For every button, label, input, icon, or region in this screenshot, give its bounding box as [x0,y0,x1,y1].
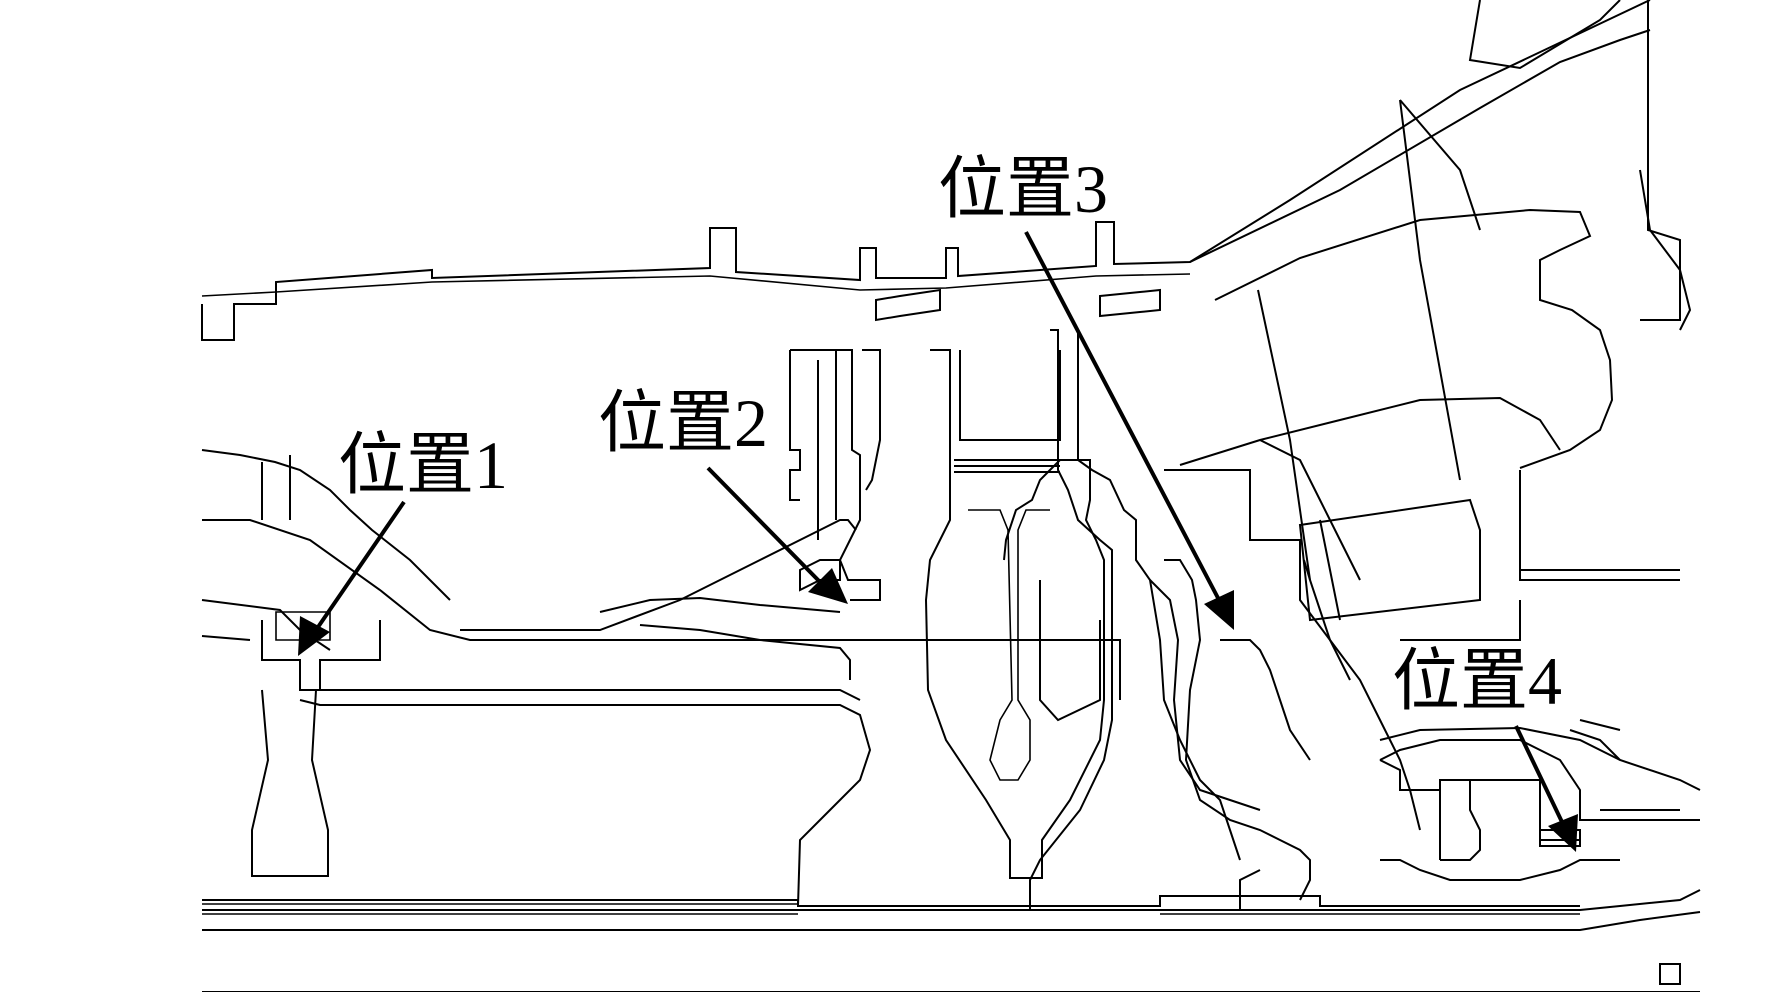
aft-outer-duct [1379,726,1701,791]
fan-disc [261,455,291,520]
rear-duct-strut [1303,559,1351,681]
arrow-4-line [1514,725,1564,823]
upper-right-frame [1468,0,1621,70]
interstage-casing [959,350,1061,441]
hp-compressor-duct-2 [599,596,841,613]
aft-outer-rail [1569,719,1680,811]
front-bearing-cone [251,689,329,877]
arrow-1-line [314,500,406,632]
inner-shaft [202,911,1701,931]
compressor-struts-2 [1099,288,1161,318]
turbine-disc-2-inner [1039,580,1101,722]
inlet-hub-lower [202,519,1121,700]
lp-turbine-disc [1164,559,1311,901]
rear-duct-right [1519,470,1680,581]
turbine-disc-1 [924,349,1105,879]
exhaust-cone [1379,759,1481,861]
inlet-hub-upper [201,449,451,601]
arrow-2-head [808,568,848,604]
inner-flowpath-lower [299,699,872,907]
callout-arrows [298,231,1578,852]
outer-duct-wall [1189,29,1651,263]
compressor-struts [875,288,941,322]
mid-frame-strut-1 [789,350,801,501]
callout-labels: 位置1 位置2 位置3 位置4 [338,151,1562,719]
combustor-casing-2 [862,349,881,491]
hp-compressor-duct-inner [639,624,851,680]
combustor-liner-inner [789,350,819,540]
arrow-3-head [1204,590,1234,630]
inner-flowpath-upper [300,689,861,701]
hp-compressor-duct [460,519,857,631]
arrow-3-line [1024,231,1220,599]
upper-right-strut [1399,99,1481,231]
main-shaft-upper [202,895,1580,907]
rear-frame-lower [1319,519,1521,641]
arrow-1-head [298,616,330,656]
outer-duct-inner-wall [1214,208,1614,469]
bypass-splitter-upper [1257,289,1311,581]
exhaust-rear-body [1379,739,1700,821]
callout-label-1: 位置1 [338,427,508,503]
bottom-right-tick [1659,963,1681,985]
lp-turbine-outer [1149,579,1261,811]
callout-label-4: 位置4 [1392,643,1562,719]
main-shaft-lower [202,889,1701,911]
outer-casing-line [201,0,1651,341]
rear-frame-upper [1259,439,1361,581]
rear-duct-box [1298,498,1481,622]
arrow-4-head [1548,814,1578,852]
callout-label-2: 位置2 [598,385,768,461]
outer-duct-lower-wall [1179,396,1561,466]
mid-frame-gear [799,559,841,592]
outer-casing-inner-line [201,273,1191,297]
callout-label-3: 位置3 [938,151,1108,227]
engine-outline [201,0,1701,992]
turbine-disc-1-web [954,459,1060,473]
front-bearing-arrow-target [275,611,331,641]
lp-turbine-casing [1164,469,1421,831]
combustor-liner-outer [790,349,881,601]
turbine-disc-1-inner [968,509,1050,781]
lp-turbine-inner [1220,639,1311,761]
bypass-splitter-mid [1399,99,1461,481]
rear-bearing-housing [1439,779,1580,860]
rear-bearing-support [1380,859,1620,881]
upper-right-frame-2 [1640,0,1681,321]
arrow-2-line [706,466,822,584]
